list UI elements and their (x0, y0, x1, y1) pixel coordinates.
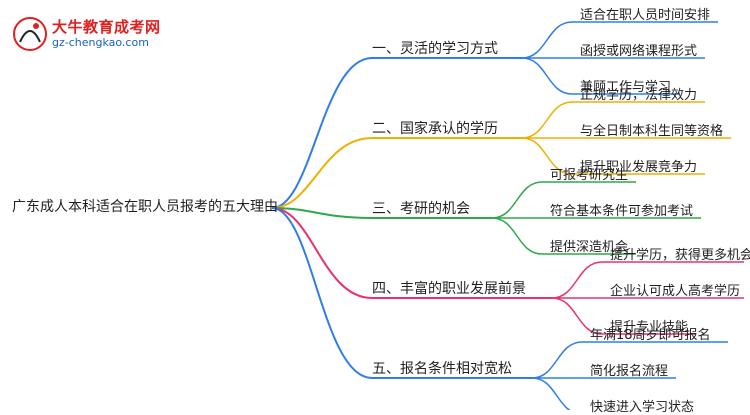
leaf-connector (551, 261, 603, 299)
leaf-label: 快速进入学习状态 (590, 400, 695, 415)
branch-label: 一、灵活的学习方式 (372, 41, 498, 57)
branch-connector (271, 207, 373, 379)
leaf-label: 提升学历，获得更多机会 (610, 248, 750, 263)
branch-connector (271, 57, 373, 209)
leaf-label: 适合在职人员时间安排 (580, 8, 711, 23)
branch-label: 四、丰富的职业发展前景 (372, 281, 526, 297)
leaf-connector (521, 57, 573, 95)
logo-badge-icon (13, 17, 47, 51)
leaf-connector (521, 101, 573, 139)
leaf-label: 提升专业技能 (610, 320, 689, 335)
leaf-label: 可报考研究生 (550, 168, 629, 183)
branch-label: 二、国家承认的学历 (372, 121, 498, 137)
branch-connector (271, 207, 373, 299)
leaf-connector (521, 137, 573, 175)
leaf-label: 正规学历，法律效力 (580, 88, 698, 103)
leaf-connector (531, 377, 571, 410)
leaf-label: 简化报名流程 (590, 364, 669, 379)
site-logo: 大牛教育成考网 gz-chengkao.com (12, 14, 182, 56)
leaf-label: 年满18周岁即可报名 (590, 328, 711, 343)
leaf-label: 提升职业发展竞争力 (580, 160, 698, 175)
leaf-connector (491, 217, 543, 255)
leaf-connector (551, 297, 603, 335)
leaf-label: 提供深造机会 (550, 240, 629, 255)
leaf-connector (531, 341, 583, 379)
leaf-label: 兼顾工作与学习 (580, 80, 672, 95)
branch-label: 五、报名条件相对宽松 (372, 361, 512, 377)
leaf-label: 与全日制本科生同等资格 (580, 124, 724, 139)
logo-title: 大牛教育成考网 (52, 18, 161, 36)
logo-url: gz-chengkao.com (52, 36, 149, 49)
root-node: 广东成人本科适合在职人员报考的五大理由 (12, 199, 278, 215)
leaf-label: 符合基本条件可参加考试 (550, 204, 694, 219)
branch-connector (271, 137, 373, 209)
leaf-connector (521, 21, 573, 59)
branch-label: 三、考研的机会 (372, 201, 470, 217)
leaf-label: 企业认可成人高考学历 (610, 284, 741, 299)
leaf-label: 函授或网络课程形式 (580, 44, 698, 59)
branch-connector (271, 207, 373, 219)
leaf-connector (491, 181, 543, 219)
